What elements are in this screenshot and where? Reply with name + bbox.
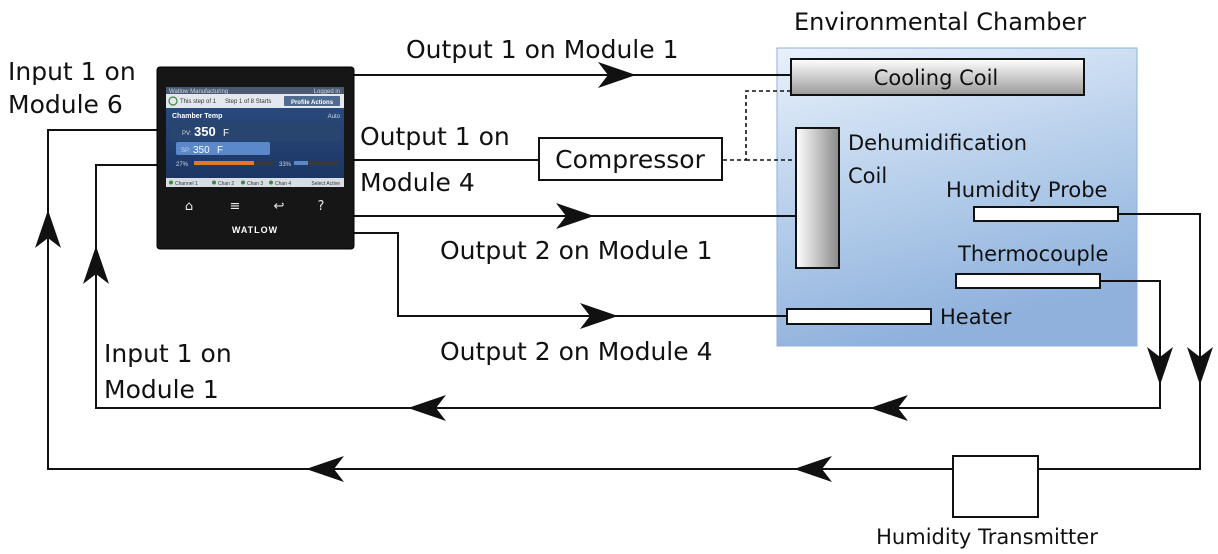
arrow-thermocouple-down <box>1147 347 1173 385</box>
label-input1-module1-line2: Module 1 <box>104 375 219 404</box>
compressor-box <box>538 137 723 181</box>
controller-tab-right[interactable]: Select Active <box>311 181 340 187</box>
compressor-label: Compressor <box>555 145 705 174</box>
humidity-probe <box>973 206 1119 222</box>
arrow-humidity-down <box>1187 347 1213 385</box>
chamber-title: Environmental Chamber <box>794 8 1086 36</box>
controller-status-1: This step of 1 <box>180 99 217 105</box>
controller-sp-field[interactable] <box>176 142 270 155</box>
humidity-transmitter-label: Humidity Transmitter <box>876 525 1098 549</box>
arrow-input1-module6-left-a <box>794 456 832 482</box>
arrow-output1-module1 <box>598 62 636 88</box>
menu-icon[interactable]: ≡ <box>230 199 241 214</box>
controller-tab-4[interactable]: Chan 4 <box>269 180 291 188</box>
humidity-probe-label: Humidity Probe <box>946 178 1107 202</box>
profile-actions-label: Profile Actions <box>291 100 334 106</box>
controller-panel-title: Chamber Temp <box>172 113 222 120</box>
compressor-link-dashed <box>723 90 791 161</box>
arrow-input1-module1-up <box>83 246 109 284</box>
svg-text:Chan 4: Chan 4 <box>275 181 291 187</box>
heater <box>786 308 932 325</box>
arrow-input1-module6-up <box>35 210 61 248</box>
label-input1-module6-line1: Input 1 on <box>8 57 136 86</box>
controller-status-2: Step 1 of 8 Starts <box>225 99 271 105</box>
controller-power-2: 33% <box>279 162 292 168</box>
svg-text:Chan 2: Chan 2 <box>218 181 234 187</box>
controller-pv-label: PV: <box>182 131 192 137</box>
controller-tab-3[interactable]: Chan 3 <box>241 180 263 188</box>
controller-sp-value: 350 <box>193 145 210 156</box>
wire-input1-module1 <box>95 164 1161 409</box>
controller-power-bar-1 <box>194 161 254 165</box>
arrow-input1-module1-left-b <box>408 395 446 421</box>
label-output1-module1: Output 1 on Module 1 <box>406 35 679 64</box>
label-input1-module6-line2: Module 6 <box>8 90 123 119</box>
arrow-output2-module1 <box>556 203 594 229</box>
controller-header-right: Logged in <box>314 89 340 95</box>
humidity-transmitter <box>952 455 1039 518</box>
label-output2-module1: Output 2 on Module 1 <box>440 236 713 265</box>
heater-label: Heater <box>940 305 1012 329</box>
svg-text:Channel 1: Channel 1 <box>175 181 198 187</box>
controller-tab-2[interactable]: Chan 2 <box>212 180 234 188</box>
status-icon <box>168 96 178 106</box>
controller-pv-value: 350 <box>194 124 216 139</box>
arrow-input1-module1-left-a <box>870 395 908 421</box>
dehumidification-label-line2: Coil <box>848 164 887 188</box>
wire-input1-module6 <box>1038 213 1201 470</box>
controller-sp-label: SP: <box>181 148 191 154</box>
watlow-logo: WATLOW <box>232 225 278 235</box>
arrow-output2-module4 <box>580 303 618 329</box>
controller-header-left: Watlow Manufacturing <box>169 89 228 95</box>
controller-panel-mode: Auto <box>328 114 341 120</box>
controller-pv-unit: F <box>223 128 229 139</box>
profile-actions-button[interactable] <box>284 96 340 106</box>
help-icon[interactable]: ? <box>318 199 325 214</box>
svg-text:Chan 3: Chan 3 <box>247 181 263 187</box>
label-output1-module4-line2: Module 4 <box>360 168 475 197</box>
controller-tab-1[interactable]: Channel 1 <box>169 180 198 188</box>
dehumidification-coil <box>795 127 840 269</box>
wire-input1-module6-return <box>47 129 953 470</box>
dehumidification-label-line1: Dehumidification <box>848 131 1027 155</box>
label-output1-module4-line1: Output 1 on <box>360 122 510 151</box>
cooling-coil <box>790 58 1085 96</box>
controller-sp-unit: F <box>217 145 223 156</box>
cooling-coil-label: Cooling Coil <box>874 66 999 90</box>
watlow-controller: Watlow Manufacturing Logged in This step… <box>156 66 355 250</box>
arrow-input1-module6-left-b <box>306 456 344 482</box>
thermocouple-label: Thermocouple <box>957 242 1108 266</box>
thermocouple <box>955 273 1101 289</box>
controller-power-bar-2 <box>294 161 308 165</box>
controller-power-1: 27% <box>176 162 189 168</box>
label-input1-module1-line1: Input 1 on <box>104 339 232 368</box>
back-icon[interactable]: ↩ <box>274 199 285 214</box>
home-icon[interactable]: ⌂ <box>185 199 193 214</box>
label-output2-module4: Output 2 on Module 4 <box>440 337 713 366</box>
